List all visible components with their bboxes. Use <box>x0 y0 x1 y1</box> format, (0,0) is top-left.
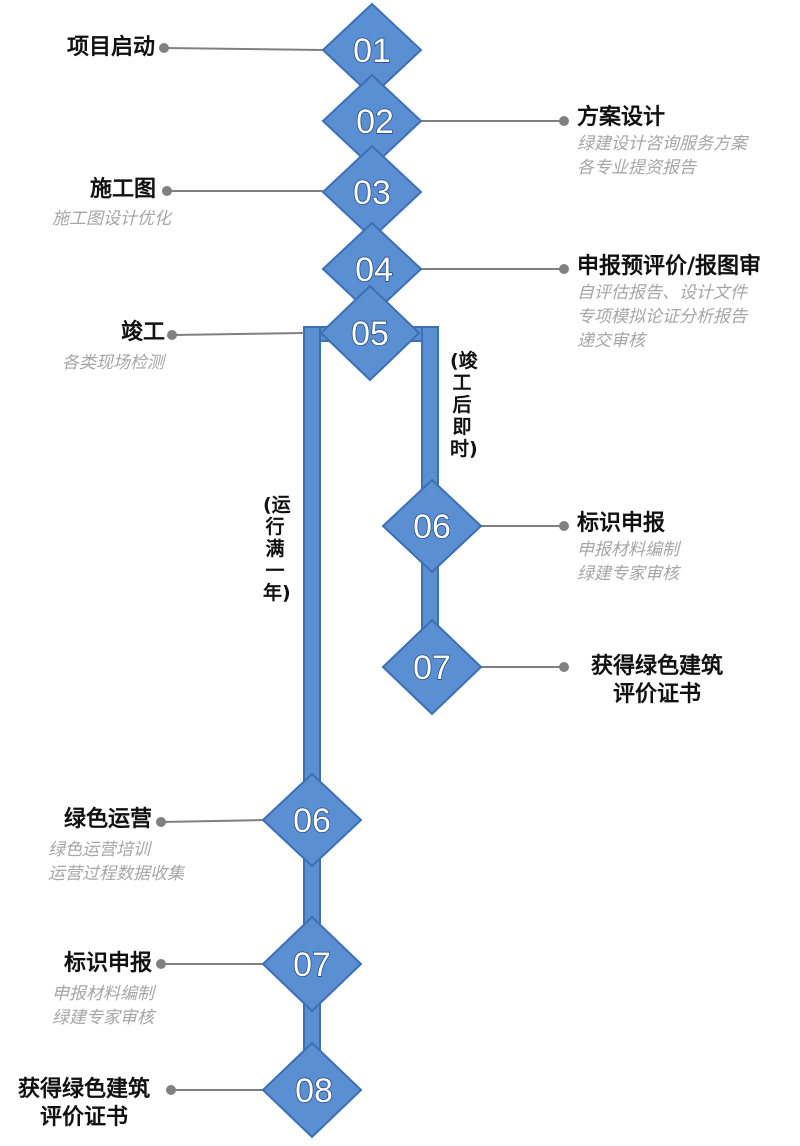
label-s05-sub: 各类现场检测 <box>62 351 164 375</box>
label-l06: 绿色运营 <box>64 806 152 834</box>
diamond-number-l07: 07 <box>293 946 331 984</box>
diamond-s03[interactable]: 03 <box>321 144 423 240</box>
step-title-l08-line2: 评价证书 <box>39 1105 128 1130</box>
step-subtitle-s04-3: 递交审核 <box>577 331 645 351</box>
label-s03-sub: 施工图设计优化 <box>52 207 171 231</box>
diamond-l06[interactable]: 06 <box>261 772 363 868</box>
label-s03: 施工图 <box>90 176 156 204</box>
step-subtitle-l07-1: 申报材料编制 <box>52 984 154 1004</box>
diamonds: 01 02 03 04 05 06 07 06 <box>261 2 483 1139</box>
connector-dot-s04 <box>559 264 569 274</box>
step-subtitle-r06-1: 申报材料编制 <box>577 540 679 560</box>
step-title-r07-line2: 评价证书 <box>612 682 701 707</box>
connector-dot-r07 <box>559 662 569 672</box>
step-title-r07-line1: 获得绿色建筑 <box>590 654 723 679</box>
label-l07: 标识申报 <box>64 950 152 978</box>
connector-dot-r06 <box>559 521 569 531</box>
label-s04: 申报预评价/报图审 自评估报告、设计文件 专项模拟论证分析报告 递交审核 <box>577 253 761 353</box>
step-title-l06: 绿色运营 <box>63 807 152 832</box>
step-subtitle-s02-1: 绿建设计咨询服务方案 <box>577 134 747 154</box>
label-l06-sub: 绿色运营培训 运营过程数据收集 <box>48 838 184 886</box>
step-title-r06: 标识申报 <box>577 511 666 536</box>
diamond-number-s02: 02 <box>356 103 394 141</box>
label-l07-sub: 申报材料编制 绿建专家审核 <box>52 982 154 1030</box>
connector-dot-l06 <box>156 817 166 827</box>
step-title-l07: 标识申报 <box>63 951 152 976</box>
diamond-number-s01: 01 <box>353 32 391 70</box>
label-r07: 获得绿色建筑 评价证书 <box>577 653 737 709</box>
connector-s01 <box>164 47 324 51</box>
diamond-number-s03: 03 <box>353 174 391 212</box>
step-subtitle-s03-1: 施工图设计优化 <box>52 209 171 229</box>
step-title-s05: 竣工 <box>120 320 165 345</box>
step-subtitle-s02-2: 各专业提资报告 <box>577 158 696 178</box>
connector-dot-s05 <box>167 330 177 340</box>
connectors <box>156 43 569 1095</box>
connector-s05 <box>172 332 305 336</box>
step-title-l08-line1: 获得绿色建筑 <box>17 1077 150 1102</box>
connector-dot-s02 <box>559 116 569 126</box>
label-s05: 竣工 <box>121 319 165 347</box>
diamond-r07[interactable]: 07 <box>381 618 483 716</box>
step-title-s03: 施工图 <box>89 177 156 202</box>
connector-dot-l07 <box>156 959 166 969</box>
diamond-l08[interactable]: 08 <box>261 1041 363 1139</box>
step-subtitle-l06-2: 运营过程数据收集 <box>48 864 184 884</box>
step-title-s01: 项目启动 <box>66 35 155 60</box>
step-subtitle-l07-2: 绿建专家审核 <box>52 1008 154 1028</box>
label-l08: 获得绿色建筑 评价证书 <box>4 1076 164 1132</box>
diamond-s05[interactable]: 05 <box>319 284 421 382</box>
diamond-number-s05: 05 <box>351 315 389 353</box>
diamond-number-l08: 08 <box>295 1072 333 1110</box>
connector-dot-s03 <box>162 186 172 196</box>
branch-note-left: (运行满一年) <box>263 494 291 604</box>
step-title-s04: 申报预评价/报图审 <box>577 254 762 279</box>
step-title-s02: 方案设计 <box>577 105 666 130</box>
diamond-l07[interactable]: 07 <box>261 915 363 1013</box>
step-subtitle-r06-2: 绿建专家审核 <box>577 564 679 584</box>
branch-note-right: (竣工后即时) <box>450 350 478 460</box>
step-subtitle-s05-1: 各类现场检测 <box>62 353 164 373</box>
step-subtitle-s04-2: 专项模拟论证分析报告 <box>577 307 747 327</box>
label-r06: 标识申报 申报材料编制 绿建专家审核 <box>577 510 679 586</box>
step-subtitle-l06-1: 绿色运营培训 <box>48 840 150 860</box>
step-subtitle-s04-1: 自评估报告、设计文件 <box>577 283 747 303</box>
diamond-s04[interactable]: 04 <box>321 221 423 317</box>
connector-l06 <box>161 819 266 823</box>
label-s01: 项目启动 <box>67 34 155 62</box>
label-s02: 方案设计 绿建设计咨询服务方案 各专业提资报告 <box>577 104 747 180</box>
diamond-r06[interactable]: 06 <box>381 478 483 574</box>
diamond-number-l06: 06 <box>293 802 331 840</box>
diamond-number-r06: 06 <box>413 508 451 546</box>
connector-dot-l08 <box>166 1085 176 1095</box>
diamond-number-r07: 07 <box>413 649 451 687</box>
diamond-number-s04: 04 <box>355 251 393 289</box>
connector-dot-s01 <box>159 43 169 53</box>
